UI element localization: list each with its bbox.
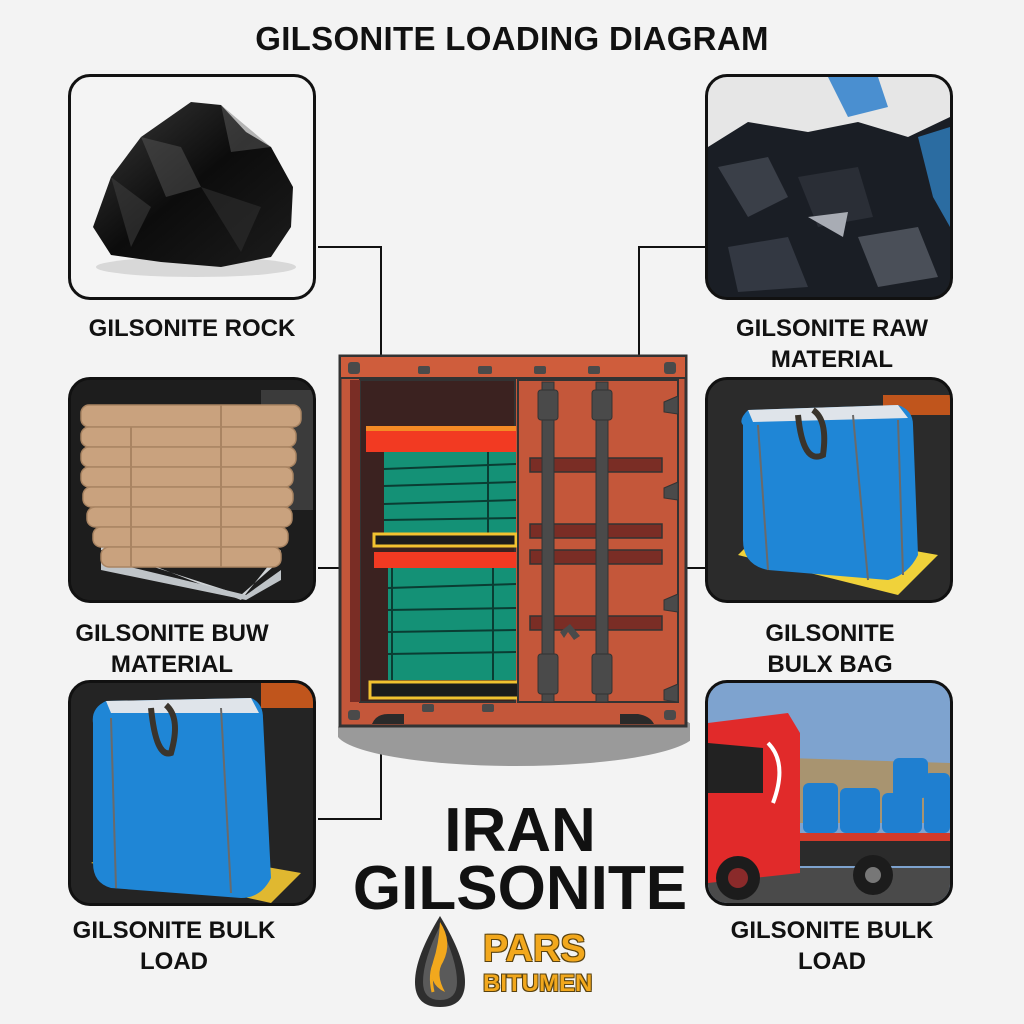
caption-gilsonite-bulk-load-left: GILSONITE BULK LOAD xyxy=(24,915,324,977)
panel-gilsonite-buw-material xyxy=(68,377,316,603)
connector-buw xyxy=(318,567,340,569)
caption-line: GILSONITE RAW xyxy=(736,315,928,342)
connector-bulk-left-v xyxy=(380,732,382,820)
jumbo-bag-image xyxy=(708,380,950,600)
headline-gilsonite: GILSONITE xyxy=(352,854,688,923)
caption-line: GILSONITE BULK xyxy=(730,917,934,944)
caption-line: MATERIAL xyxy=(110,651,234,678)
caption-gilsonite-bulk-load-right: GILSONITE BULK LOAD xyxy=(682,915,982,977)
panel-gilsonite-bulk-load-left xyxy=(68,680,316,906)
caption-line: GILSONITE xyxy=(765,620,895,647)
gilsonite-rock-image xyxy=(93,102,296,277)
flame-drop-icon xyxy=(415,916,465,1007)
connector-raw xyxy=(638,246,706,248)
logo-text-pars: PARS xyxy=(483,928,586,970)
bulk-load-bag-image xyxy=(71,683,313,903)
caption-line: GILSONITE BUW xyxy=(75,620,269,647)
connector-bulk-left xyxy=(318,818,382,820)
diagram-title: GILSONITE LOADING DIAGRAM xyxy=(255,20,769,57)
caption-gilsonite-rock: GILSONITE ROCK xyxy=(42,313,342,344)
connector-raw-v xyxy=(638,246,640,376)
caption-gilsonite-raw-material: GILSONITE RAW MATERIAL xyxy=(682,313,982,375)
caption-line: GILSONITE BULK xyxy=(72,917,276,944)
panel-gilsonite-raw-material xyxy=(705,74,953,300)
headline-iran: IRAN xyxy=(444,796,596,865)
connector-rock xyxy=(318,246,382,248)
shipping-container-illustration xyxy=(336,354,696,766)
raw-material-image xyxy=(708,77,950,297)
caption-line: GILSONITE ROCK xyxy=(88,315,296,342)
caption-line: LOAD xyxy=(140,948,208,975)
caption-line: MATERIAL xyxy=(770,346,894,373)
caption-line: LOAD xyxy=(798,948,866,975)
caption-line: BULX BAG xyxy=(767,651,893,678)
connector-rock-v xyxy=(380,246,382,396)
panel-gilsonite-bulx-bag xyxy=(705,377,953,603)
pars-bitumen-logo: PARS BITUMEN xyxy=(405,912,615,1012)
panel-gilsonite-rock xyxy=(68,74,316,300)
caption-gilsonite-bulx-bag: GILSONITE BULX BAG xyxy=(680,618,980,680)
caption-gilsonite-buw-material: GILSONITE BUW MATERIAL xyxy=(22,618,322,680)
truck-image xyxy=(708,683,950,903)
logo-text-bitumen: BITUMEN xyxy=(483,970,593,997)
palletized-sacks-image xyxy=(71,380,313,600)
connector-bulx xyxy=(686,567,706,569)
panel-gilsonite-bulk-load-right xyxy=(705,680,953,906)
